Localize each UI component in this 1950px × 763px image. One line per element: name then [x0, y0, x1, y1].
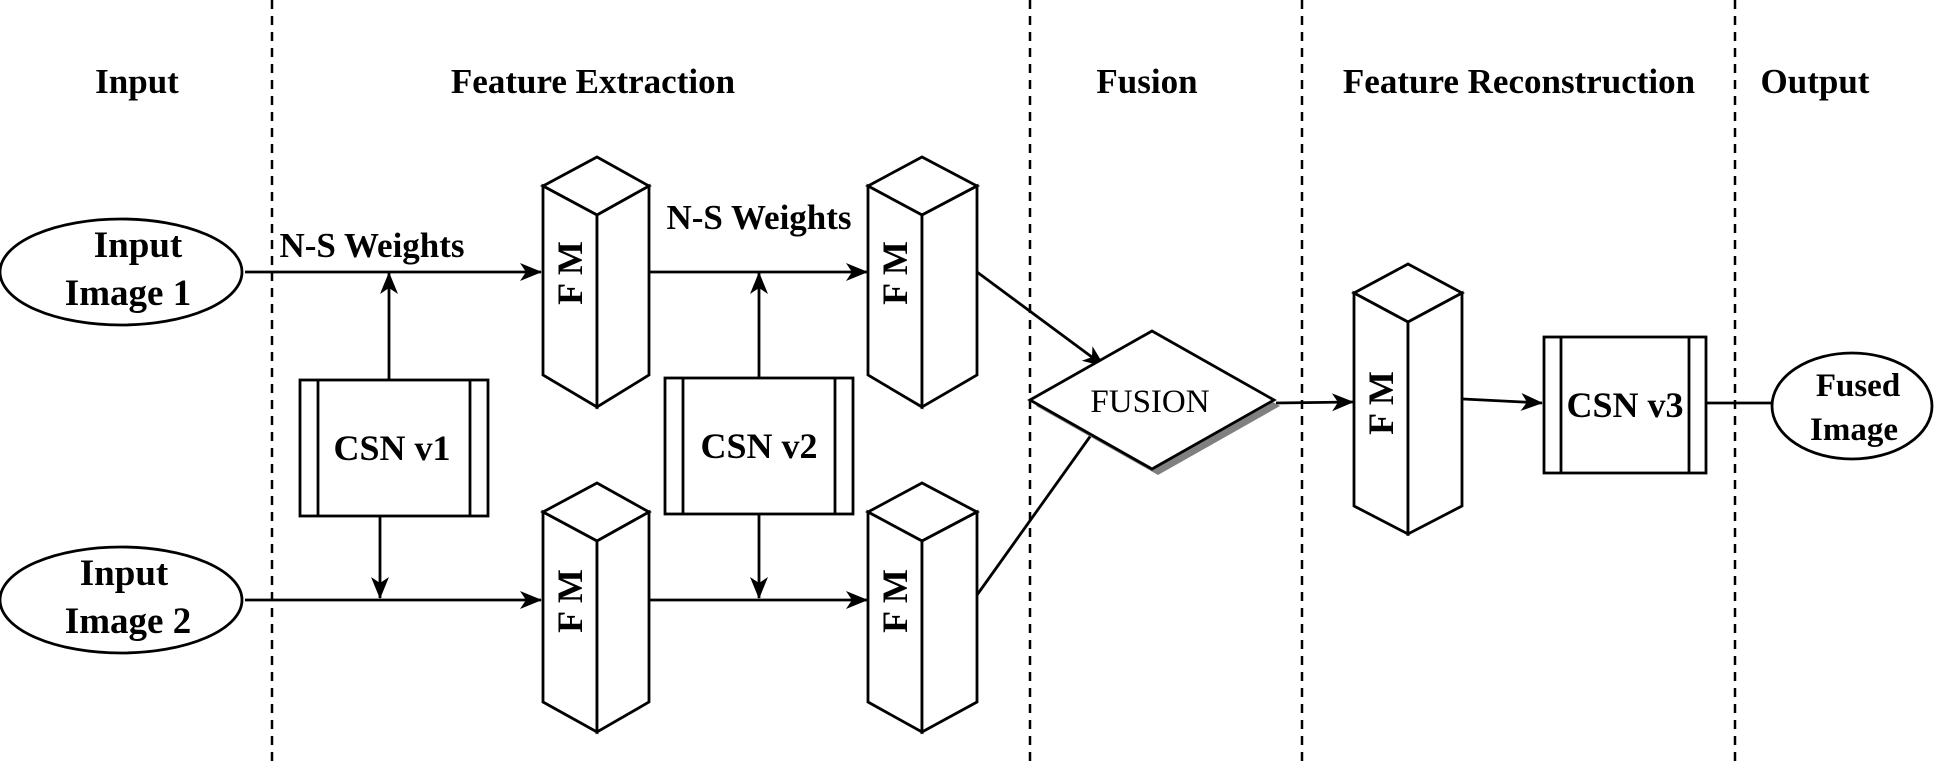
- edge-fm5-to-csn3: [1462, 392, 1543, 411]
- stage-header-input: Input: [95, 62, 179, 101]
- input-image-1-line1: Input: [94, 225, 183, 266]
- fusion-node-label: FUSION: [1090, 384, 1209, 420]
- feature-map-2: F M: [865, 155, 981, 410]
- feature-map-2-label: F M: [875, 241, 915, 305]
- feature-map-3: F M: [540, 481, 652, 735]
- csn-v2-block: CSN v2: [663, 376, 855, 516]
- input-image-1-node: Input Image 1: [0, 217, 244, 327]
- csn-v1-label: CSN v1: [333, 428, 450, 468]
- csn-v3-block: CSN v3: [1542, 335, 1708, 475]
- edge-fm2-to-fusion: [976, 270, 1105, 368]
- stage-header-feature-reconstruction: Feature Reconstruction: [1343, 62, 1695, 101]
- feature-map-4: F M: [865, 481, 981, 735]
- weights-label-2: N-S Weights: [666, 198, 851, 237]
- feature-map-5-label: F M: [1361, 371, 1401, 435]
- csn-v1-block: CSN v1: [298, 378, 490, 518]
- feature-map-3-label: F M: [550, 569, 590, 633]
- fusion-node: FUSION: [1027, 329, 1280, 475]
- csn-v3-label: CSN v3: [1566, 385, 1683, 425]
- fused-image-line2: Image: [1810, 412, 1898, 448]
- feature-map-1: F M: [540, 155, 652, 410]
- feature-map-1-label: F M: [550, 241, 590, 305]
- stage-header-output: Output: [1761, 62, 1870, 101]
- feature-map-4-label: F M: [875, 569, 915, 633]
- fused-image-line1: Fused: [1816, 368, 1900, 404]
- weights-label-1: N-S Weights: [279, 226, 464, 265]
- csn-v2-label: CSN v2: [700, 426, 817, 466]
- fused-image-node: Fused Image: [1770, 351, 1934, 461]
- edge-fm4-to-fusion: [975, 409, 1111, 596]
- edge-fusion-to-fm5: [1275, 393, 1354, 412]
- input-image-2-line1: Input: [80, 553, 169, 594]
- stage-header-feature-extraction: Feature Extraction: [451, 62, 735, 101]
- stage-header-fusion: Fusion: [1096, 62, 1197, 101]
- input-image-2-node: Input Image 2: [0, 545, 244, 655]
- input-image-2-line2: Image 2: [65, 601, 191, 642]
- feature-map-5: F M: [1351, 262, 1465, 537]
- input-image-1-line2: Image 1: [65, 273, 191, 314]
